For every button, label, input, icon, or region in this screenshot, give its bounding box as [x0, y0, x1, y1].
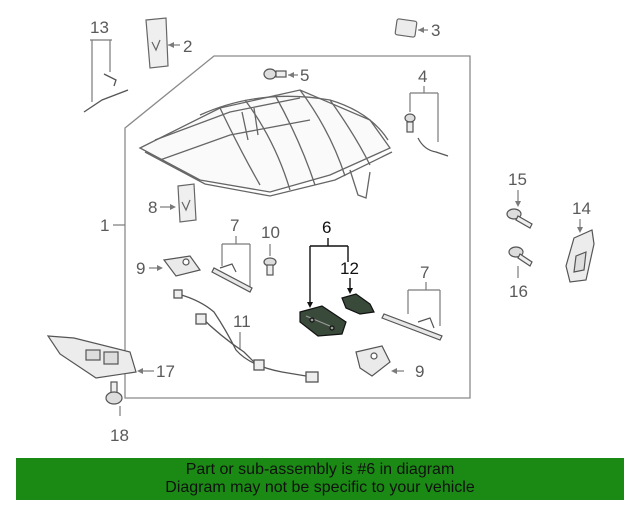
part-2-bag: [145, 17, 169, 69]
banner-line-2: Diagram may not be specific to your vehi…: [165, 479, 475, 496]
callout-13: 13: [90, 18, 109, 37]
callout-2: 2: [183, 37, 192, 56]
part-14-cover: [565, 229, 595, 283]
callout-10: 10: [261, 223, 280, 242]
part-9-right-bracket: [355, 345, 391, 377]
part-18-bolt: [105, 381, 123, 405]
part-7-left-rod: [211, 263, 253, 293]
leader-13: [90, 39, 112, 102]
callout-12: 12: [340, 259, 359, 278]
parts-diagram: 2 3 13 5 4 1 8 7: [46, 17, 595, 445]
part-3-pad: [394, 18, 418, 38]
leader-4: [409, 86, 439, 142]
leader-7a: [221, 236, 251, 288]
callout-3: 3: [431, 21, 440, 40]
part-4-bolt-wire: [404, 113, 449, 157]
leader-7b: [407, 282, 441, 326]
part-6-latch-assembly: [299, 305, 347, 337]
part-13-cable: [83, 73, 129, 113]
part-10-screw: [263, 257, 277, 276]
callout-14: 14: [572, 199, 591, 218]
callout-5: 5: [300, 66, 309, 85]
callout-9a: 9: [136, 259, 145, 278]
callout-15: 15: [508, 170, 527, 189]
callout-17: 17: [156, 362, 175, 381]
callout-8: 8: [148, 198, 157, 217]
callout-1: 1: [100, 216, 109, 235]
part-16-bolt: [508, 246, 533, 267]
banner-line-1: Part or sub-assembly is #6 in diagram: [185, 461, 455, 478]
part-9-left-bracket: [162, 255, 202, 277]
convertible-top-frame: [138, 89, 393, 199]
part-15-bolt: [506, 208, 533, 229]
callout-6: 6: [322, 218, 331, 237]
part-12-lever: [341, 293, 375, 315]
callout-7a: 7: [230, 216, 239, 235]
part-7-right-rod: [381, 313, 443, 341]
callout-7b: 7: [420, 263, 429, 282]
callout-9b: 9: [415, 362, 424, 381]
info-banner: Part or sub-assembly is #6 in diagram Di…: [16, 458, 624, 500]
callout-11: 11: [233, 312, 251, 331]
part-5-screw: [263, 68, 287, 80]
callout-16: 16: [509, 282, 528, 301]
callout-18: 18: [110, 426, 129, 445]
leader-6: [309, 238, 349, 306]
callout-4: 4: [418, 67, 427, 86]
part-11-harness: [173, 289, 319, 383]
part-17-handle: [46, 335, 137, 379]
part-8-bag: [177, 183, 197, 223]
